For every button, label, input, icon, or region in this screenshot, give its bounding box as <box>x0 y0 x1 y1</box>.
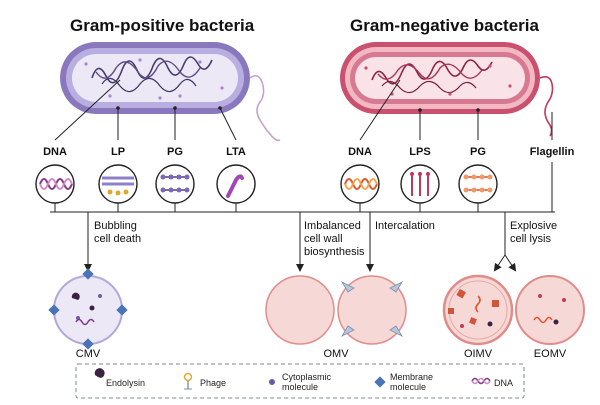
legend-box <box>75 363 525 399</box>
legend-membrane-line-2: molecule <box>390 382 427 392</box>
endolysin-icon <box>94 368 105 378</box>
bubbling-line-1: Bubbling <box>94 220 137 232</box>
legend-dna: DNA <box>494 378 514 388</box>
gn-dna-label: DNA <box>348 146 372 158</box>
gp-pg-icon <box>155 164 195 204</box>
eomv-vesicle <box>515 275 585 345</box>
gram-negative-title: Gram-negative bacteria <box>350 16 539 35</box>
lp-icon <box>98 164 138 204</box>
cytoplasmic-molecule-icon <box>269 379 275 385</box>
pointer-lines <box>54 79 553 141</box>
legend-cytoplasmic-line-2: molecule <box>282 382 319 392</box>
bubbling-line-2: cell death <box>94 233 142 245</box>
omv-label: OMV <box>323 348 349 360</box>
gn-pg-icon <box>458 164 498 204</box>
cmv-vesicle <box>48 268 128 350</box>
flagellum <box>539 76 554 137</box>
gram-positive-cell <box>60 42 250 114</box>
explosive-line-1: Explosive <box>510 220 558 232</box>
gp-tail <box>249 74 281 142</box>
imbalanced-line-3: biosynthesis <box>304 246 365 258</box>
gp-dna-label: DNA <box>43 146 67 158</box>
phage-icon <box>183 372 193 390</box>
gn-dna-icon <box>340 164 380 204</box>
imbalanced-label: Imbalanced cell wall biosynthesis <box>304 220 365 259</box>
omv-vesicles <box>265 275 407 345</box>
gn-pg-label: PG <box>470 146 486 158</box>
cmv-label: CMV <box>75 348 101 360</box>
lp-label: LP <box>110 146 126 158</box>
lps-icon <box>400 164 440 204</box>
legend-cytoplasmic-line-1: Cytoplasmic <box>282 372 332 382</box>
intercalation-label: Intercalation <box>375 220 435 232</box>
gp-pg-label: PG <box>167 146 183 158</box>
connector-lines <box>50 162 555 272</box>
dna-legend-icon <box>471 377 491 385</box>
pointer-dots <box>116 106 480 112</box>
explosive-label: Explosive cell lysis <box>510 220 557 246</box>
lta-icon <box>216 164 256 204</box>
gp-dna-icon <box>35 164 75 204</box>
imbalanced-line-2: cell wall <box>304 233 343 245</box>
lps-label: LPS <box>409 146 431 158</box>
eomv-label: EOMV <box>533 348 567 360</box>
imbalanced-line-1: Imbalanced <box>304 220 361 232</box>
gram-positive-title: Gram-positive bacteria <box>70 16 255 35</box>
explosive-line-2: cell lysis <box>510 233 551 245</box>
legend-endolysin: Endolysin <box>106 378 146 388</box>
legend-membrane: Membrane molecule <box>390 372 433 392</box>
oimv-vesicle <box>442 274 514 346</box>
legend-cytoplasmic: Cytoplasmic molecule <box>282 372 331 392</box>
legend-phage: Phage <box>200 378 227 388</box>
flagellin-label: Flagellin <box>529 146 575 158</box>
oimv-label: OIMV <box>463 348 493 360</box>
gram-negative-cell <box>340 42 540 114</box>
membrane-molecule-icon <box>374 376 386 388</box>
bubbling-label: Bubbling cell death <box>94 220 141 246</box>
legend-icons <box>94 368 491 390</box>
lta-label: LTA <box>226 146 246 158</box>
legend-membrane-line-1: Membrane <box>390 372 434 382</box>
